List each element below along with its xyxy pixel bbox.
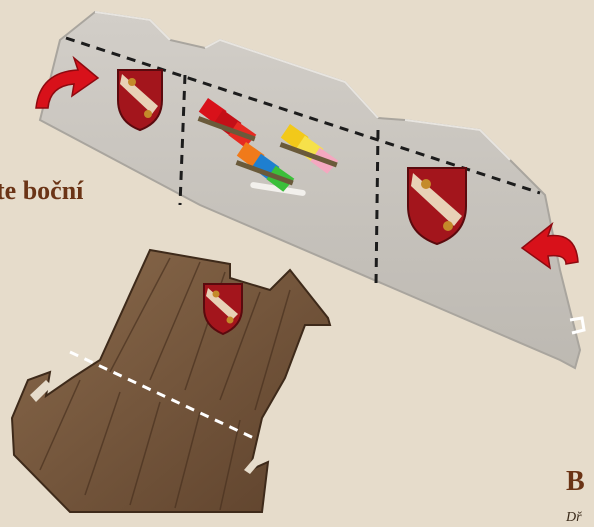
fold-arrow-icon	[35, 55, 100, 109]
panel-fold-lines	[65, 36, 541, 286]
side-caption: te boční	[0, 176, 84, 205]
side-panel	[38, 10, 586, 370]
fold-arrow-icon	[520, 221, 579, 270]
wooden-base	[10, 248, 332, 513]
coat-of-arms-icon	[117, 69, 163, 132]
wood-fold-line	[69, 350, 259, 442]
coat-of-arms-icon	[203, 283, 243, 336]
corner-subtext: Dř	[566, 510, 582, 525]
coat-of-arms-icon	[407, 167, 467, 246]
ship-flags	[197, 98, 339, 192]
corner-heading: B	[566, 466, 585, 497]
panel-slot	[250, 182, 306, 196]
